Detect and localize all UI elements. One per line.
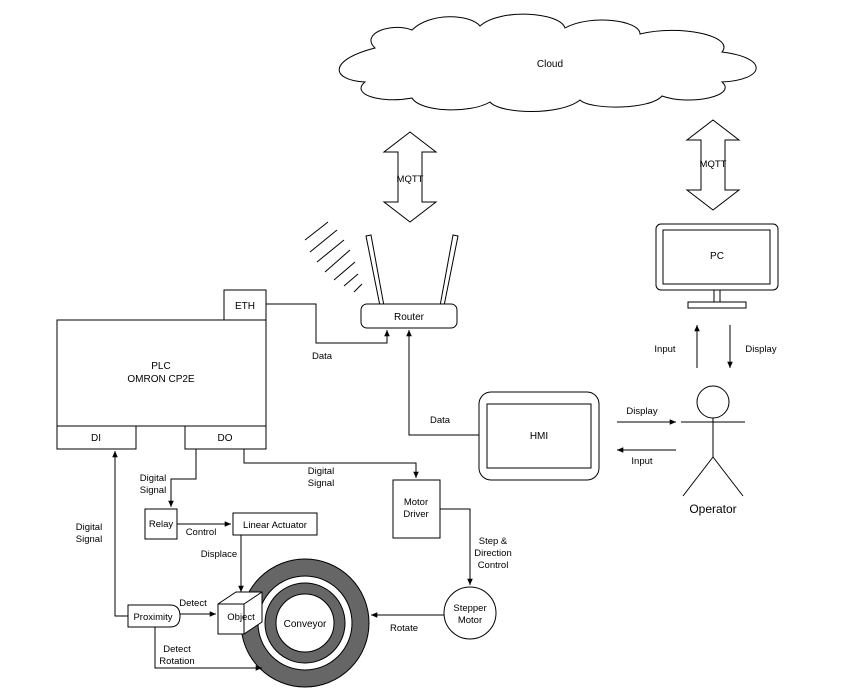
hmi-screen [486, 403, 592, 469]
conveyor: Conveyor [240, 558, 370, 688]
do-label: DO [218, 433, 233, 444]
hmi-label: HMI [530, 431, 548, 442]
router-label: Router [394, 312, 425, 323]
edge-label: Detect [163, 644, 191, 655]
edge-label: Control [186, 527, 217, 538]
di-port [56, 425, 137, 450]
wifi-signal-lines [304, 221, 363, 293]
edge-labels: Data Data Input Display Display Input Di… [76, 344, 777, 667]
motor-driver-line1: Motor [404, 497, 428, 508]
cloud: Cloud [338, 13, 757, 112]
stepper-motor-circle [443, 586, 497, 640]
edge-label: Display [745, 344, 776, 355]
linear-actuator-box [232, 512, 318, 536]
object: Object [217, 591, 263, 635]
relay-box [144, 508, 178, 540]
antenna-right [439, 234, 459, 307]
connector-hmi-router [406, 330, 479, 436]
eth-port [223, 289, 267, 321]
proximity-box [127, 604, 181, 628]
router-box [360, 303, 458, 329]
stepper-motor-line2: Motor [458, 615, 482, 626]
edge-label: Digital [76, 522, 102, 533]
edge-label: Rotate [390, 623, 418, 634]
edge-label: Rotation [159, 656, 194, 667]
linear-actuator: Linear Actuator [232, 512, 318, 536]
stepper-motor: Stepper Motor [443, 586, 497, 640]
pc-stand [713, 289, 721, 303]
connector-plc-router [266, 303, 390, 344]
edge-label: Displace [201, 549, 237, 560]
connector-driver-stepper [440, 508, 473, 585]
edge-label: Digital [140, 473, 166, 484]
antenna-left [365, 234, 385, 307]
edge-label: Data [430, 415, 451, 426]
edge-label: Signal [308, 478, 334, 489]
mqtt-label: MQTT [397, 174, 424, 185]
relay: Relay [144, 508, 178, 540]
edge-label: Display [626, 406, 657, 417]
stepper-motor-line1: Stepper [453, 603, 486, 614]
motor-driver-line2: Driver [403, 509, 428, 520]
router: Router [304, 221, 459, 329]
object-cube [217, 591, 263, 635]
operator [681, 385, 745, 497]
connectors [112, 303, 733, 671]
motor-driver: Motor Driver [392, 479, 441, 539]
pc: PC [655, 223, 779, 309]
object-label: Object [227, 612, 255, 623]
connector-proximity-conveyor [154, 627, 262, 671]
pc-base [687, 301, 747, 309]
connector-proximity-di [112, 451, 128, 617]
edge-label: Step & [479, 536, 508, 547]
mqtt-link-router: MQTT [382, 131, 438, 223]
hmi: HMI [478, 391, 600, 481]
plc: ETH PLC OMRON CP2E DI DO [56, 289, 267, 450]
di-label: DI [91, 433, 101, 444]
linear-actuator-label: Linear Actuator [243, 520, 307, 531]
proximity-sensor: Proximity [127, 604, 181, 628]
edge-label: Detect [179, 598, 207, 609]
edge-label: Direction [474, 548, 512, 559]
operator-label: Operator [689, 502, 736, 516]
mqtt-link-pc: MQTT [685, 119, 741, 211]
do-port [184, 425, 267, 450]
conveyor-center [275, 593, 335, 653]
edge-label: Signal [140, 485, 166, 496]
pc-screen [662, 229, 771, 285]
proximity-label: Proximity [133, 612, 172, 623]
operator-head [696, 385, 730, 419]
connector-do-relay [168, 449, 197, 507]
plc-body [56, 319, 267, 427]
edge-label: Control [478, 560, 509, 571]
conveyor-label: Conveyor [284, 619, 327, 630]
connector-do-motor-driver [243, 449, 419, 478]
edge-label: Input [654, 344, 675, 355]
pc-label: PC [710, 251, 724, 262]
edge-label: Signal [76, 534, 102, 545]
mqtt-label: MQTT [700, 159, 727, 170]
cloud-label: Cloud [537, 59, 563, 70]
eth-label: ETH [235, 301, 255, 312]
plc-model: OMRON CP2E [127, 374, 195, 385]
relay-label: Relay [149, 519, 174, 530]
edge-label: Data [312, 351, 333, 362]
edge-label: Digital [308, 466, 334, 477]
plc-title: PLC [151, 361, 170, 372]
motor-driver-box [392, 479, 441, 539]
edge-label: Input [631, 456, 652, 467]
